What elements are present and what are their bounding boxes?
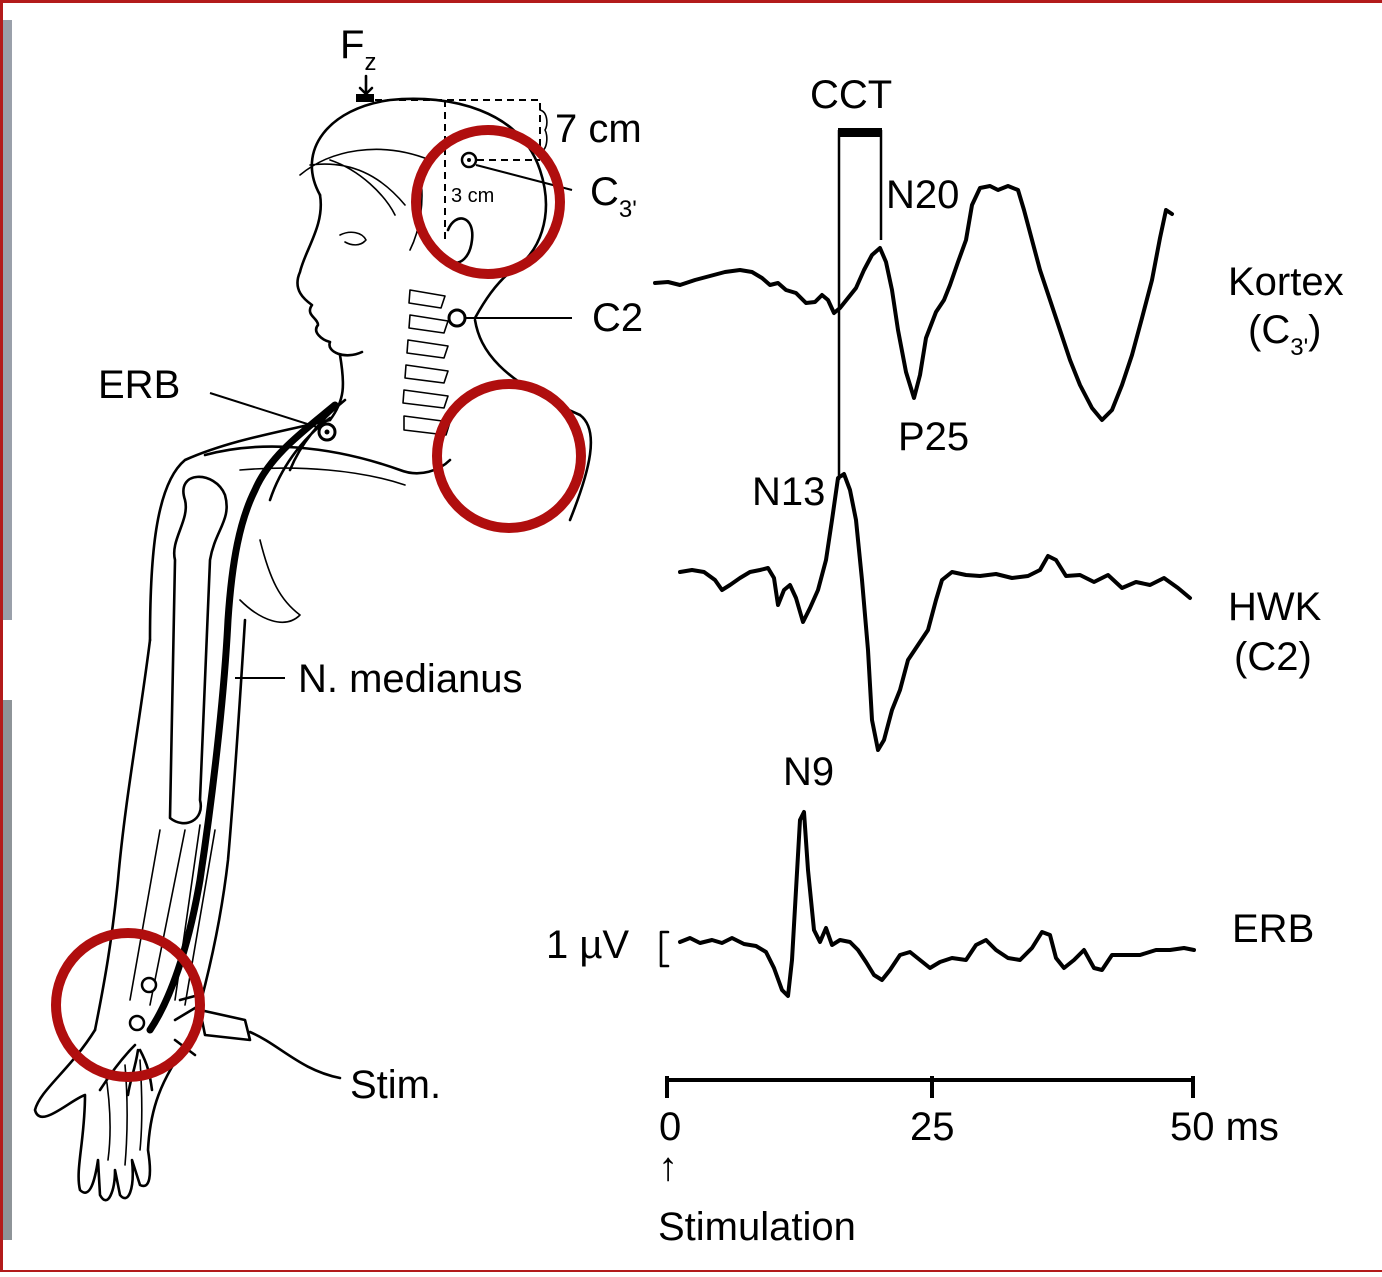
photo-strip [3,700,12,1240]
photo-strip [3,20,12,620]
highlight-ring [56,933,200,1077]
tick-label-25: 25 [910,1105,955,1149]
scale-label: 1 µV [546,923,629,967]
n13-peak-label: N13 [752,470,825,514]
n9-peak-label: N9 [783,750,834,794]
hwk-waveform [680,474,1190,750]
erb-trace-name: ERB [1232,907,1314,951]
stimulation-arrow-icon: ↑ [658,1145,678,1189]
scale-bar [661,932,668,966]
highlight-ring [437,384,581,528]
arm-and-head-illustration [35,94,591,1200]
cct-label: CCT [810,73,892,117]
highlight-rings [56,130,581,1077]
p25-peak-label: P25 [898,415,969,459]
time-axis [667,1076,1193,1098]
hwk-name: HWK [1228,585,1322,629]
height-7cm-label: 7 cm [555,107,642,151]
stim-label: Stim. [350,1063,441,1107]
nerve-label: N. medianus [298,657,523,701]
kortex-channel: (C3') [1248,308,1321,361]
erb-label: ERB [98,363,180,407]
fz-label: Fz [340,23,376,76]
c2-electrode-icon [449,310,465,326]
hwk-channel: (C2) [1234,635,1312,679]
stimulation-caption: Stimulation [658,1205,856,1249]
offset-3cm-label: 3 cm [451,185,494,207]
erb-waveform [680,812,1194,996]
c2-label: C2 [592,296,643,340]
fz-electrode-mark [356,94,374,102]
kortex-waveform [655,186,1172,420]
stim-electrode-icon [142,978,156,992]
tick-label-0: 0 [659,1105,681,1149]
kortex-name: Kortex [1228,260,1344,304]
label-leaders [210,165,572,678]
c3-label: C3' [590,170,637,223]
n20-peak-label: N20 [886,173,959,217]
stim-electrode-icon [130,1016,144,1030]
electrode-markers [130,153,476,1030]
tick-label-50: 50 ms [1170,1105,1279,1149]
